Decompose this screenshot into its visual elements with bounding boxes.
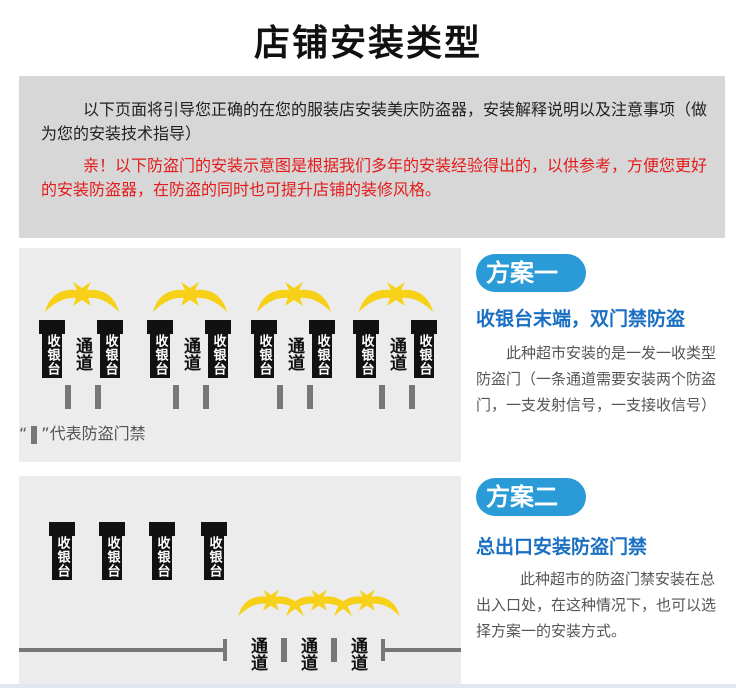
security-gate	[277, 385, 283, 409]
security-gate	[95, 385, 101, 409]
channel-label: 通道	[386, 337, 406, 371]
wall-end	[223, 639, 227, 661]
plan1-badge-label: 方案一	[486, 259, 558, 287]
plan2-badge: 方案二	[476, 478, 586, 516]
plan1-diagram: 收银台 通道 收银台 收银台 通道 收银台 收银台 通道 收银台 收银台 通道 …	[19, 248, 461, 462]
security-gate	[203, 385, 209, 409]
security-gate	[281, 638, 287, 662]
security-gate	[379, 385, 385, 409]
plan1-heading: 收银台末端，双门禁防盗	[476, 308, 686, 330]
security-gate	[65, 385, 71, 409]
gate-legend-icon	[31, 425, 38, 444]
security-gate	[173, 385, 179, 409]
cashier-counter: 收银台	[309, 320, 335, 378]
cashier-counter: 收银台	[147, 320, 173, 378]
arrow-icon	[359, 282, 433, 312]
plan2-heading: 总出口安装防盗门禁	[476, 536, 648, 558]
legend-text: ”代表防盗门禁	[41, 424, 146, 443]
footer-rule	[0, 684, 736, 688]
page-title: 店铺安装类型	[253, 23, 482, 64]
cashier-counter: 收银台	[251, 320, 277, 378]
cashier-counter: 收银台	[49, 522, 75, 580]
arrow-icon	[238, 589, 304, 617]
plan2-badge-label: 方案二	[486, 483, 558, 511]
intro-notice: 亲！以下防盗门的安装示意图是根据我们多年的安装经验得出的，以供参考，方便您更好的…	[41, 156, 708, 199]
intro-paragraph: 以下页面将引导您正确的在您的服装店安装美庆防盗器，安装解释说明以及注意事项（做为…	[41, 100, 708, 143]
plan1-description: 此种超市安装的是一发一收类型防盗门（一条通道需要安装两个防盗门，一支发射信号，一…	[476, 344, 717, 414]
plan2-diagram: 收银台 收银台 收银台 收银台 通道 通道 通道	[19, 476, 461, 684]
channel-label: 通道	[297, 637, 317, 671]
intro-box: 以下页面将引导您正确的在您的服装店安装美庆防盗器，安装解释说明以及注意事项（做为…	[19, 76, 725, 238]
channel-label: 通道	[247, 637, 267, 671]
security-gate	[331, 638, 337, 662]
legend-prefix: “	[19, 424, 28, 443]
arrow-icon	[153, 282, 227, 312]
cashier-counter: 收银台	[201, 522, 227, 580]
cashier-counter: 收银台	[353, 320, 379, 378]
cashier-counter: 收银台	[97, 320, 123, 378]
security-gate	[409, 385, 415, 409]
plan1-badge: 方案一	[476, 254, 586, 292]
channel-label: 通道	[72, 337, 92, 371]
plan2-description: 此种超市的防盗门禁安装在总出入口处，在这种情况下，也可以选择方案一的安装方式。	[476, 570, 717, 640]
cashier-counter: 收银台	[149, 522, 175, 580]
channel-label: 通道	[180, 337, 200, 371]
wall-line	[19, 648, 225, 652]
cashier-counter: 收银台	[99, 522, 125, 580]
legend: “ ”代表防盗门禁	[19, 420, 146, 444]
arrow-icon	[257, 282, 331, 312]
arrow-icon	[334, 589, 400, 617]
cashier-counter: 收银台	[39, 320, 65, 378]
arrow-icon	[286, 589, 352, 617]
security-gate	[307, 385, 313, 409]
cashier-counter: 收银台	[205, 320, 231, 378]
channel-label: 通道	[284, 337, 304, 371]
wall-line	[381, 648, 461, 652]
cashier-counter: 收银台	[411, 320, 437, 378]
arrow-icon	[45, 282, 119, 312]
channel-label: 通道	[347, 637, 367, 671]
